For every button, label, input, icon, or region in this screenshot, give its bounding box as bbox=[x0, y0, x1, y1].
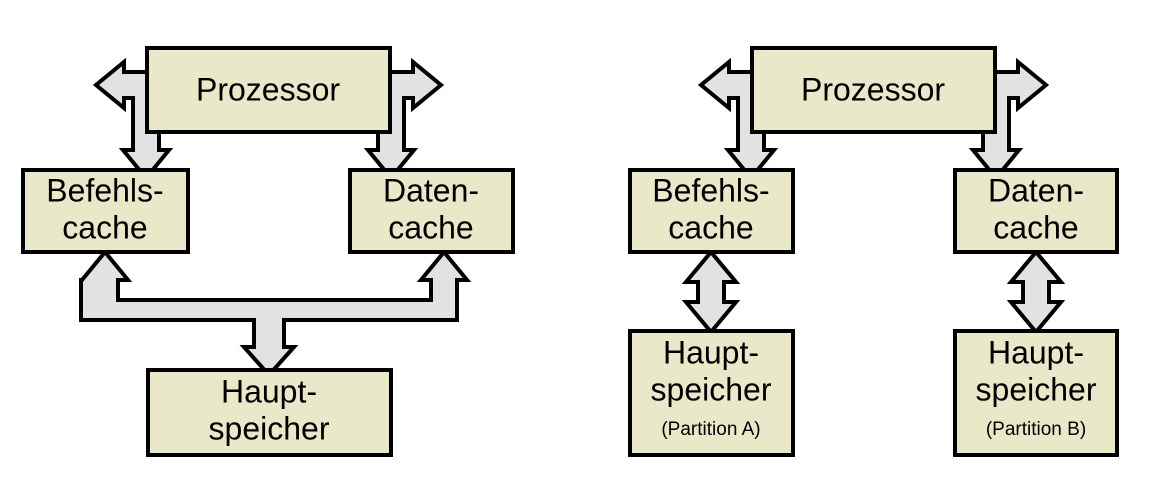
arrow-data-cache-memory-b bbox=[1006, 248, 1066, 336]
box-processor-right-label: Prozessor bbox=[801, 71, 945, 107]
box-data-cache-left: Daten- cache bbox=[348, 168, 515, 254]
box-main-memory-partition-a-line3: (Partition A) bbox=[661, 419, 760, 440]
arrow-instruction-cache-memory-a bbox=[681, 248, 741, 336]
box-main-memory-left-line1: Haupt- bbox=[221, 373, 317, 409]
box-main-memory-left-rect bbox=[146, 368, 393, 457]
box-processor-left-rect bbox=[145, 46, 392, 134]
box-main-memory-partition-a: Haupt- speicher (Partition A) bbox=[628, 329, 795, 457]
box-main-memory-partition-b: Haupt- speicher (Partition B) bbox=[953, 329, 1119, 457]
box-processor-right: Prozessor bbox=[750, 46, 997, 134]
box-main-memory-left: Haupt- speicher bbox=[146, 368, 393, 457]
box-main-memory-partition-b-line2: speicher bbox=[976, 371, 1097, 407]
box-processor-left-label: Prozessor bbox=[196, 71, 340, 107]
box-processor-left: Prozessor bbox=[145, 46, 392, 134]
box-instruction-cache-right-line1: Befehls- bbox=[652, 172, 769, 208]
box-data-cache-left-line2: cache bbox=[388, 209, 473, 245]
box-data-cache-left-rect bbox=[348, 168, 515, 254]
diagram-partitioned-memory: Prozessor Befehls- cache Daten- cache Ha… bbox=[628, 46, 1119, 457]
box-instruction-cache-left: Befehls- cache bbox=[21, 168, 190, 254]
box-main-memory-partition-b-line3: (Partition B) bbox=[986, 419, 1086, 440]
box-data-cache-right-line2: cache bbox=[993, 209, 1078, 245]
box-processor-right-rect bbox=[750, 46, 997, 134]
diagram-shared-memory: Prozessor Befehls- cache Daten- cache Ha… bbox=[21, 46, 515, 457]
box-instruction-cache-right-line2: cache bbox=[668, 209, 753, 245]
arrow-caches-main-memory-left bbox=[79, 248, 472, 379]
box-main-memory-partition-b-line1: Haupt- bbox=[988, 334, 1084, 370]
box-data-cache-right: Daten- cache bbox=[953, 168, 1119, 254]
box-main-memory-partition-b-rect bbox=[953, 329, 1119, 457]
box-data-cache-left-line1: Daten- bbox=[383, 172, 479, 208]
box-main-memory-partition-a-line1: Haupt- bbox=[663, 334, 759, 370]
box-instruction-cache-left-line1: Befehls- bbox=[46, 172, 163, 208]
box-instruction-cache-left-line2: cache bbox=[62, 209, 147, 245]
box-data-cache-right-rect bbox=[953, 168, 1119, 254]
box-main-memory-partition-a-rect bbox=[628, 329, 795, 457]
box-data-cache-right-line1: Daten- bbox=[988, 172, 1084, 208]
box-instruction-cache-left-rect bbox=[21, 168, 190, 254]
box-instruction-cache-right: Befehls- cache bbox=[628, 168, 795, 254]
box-instruction-cache-right-rect bbox=[628, 168, 795, 254]
box-main-memory-partition-a-line2: speicher bbox=[651, 371, 772, 407]
box-main-memory-left-line2: speicher bbox=[209, 410, 330, 446]
